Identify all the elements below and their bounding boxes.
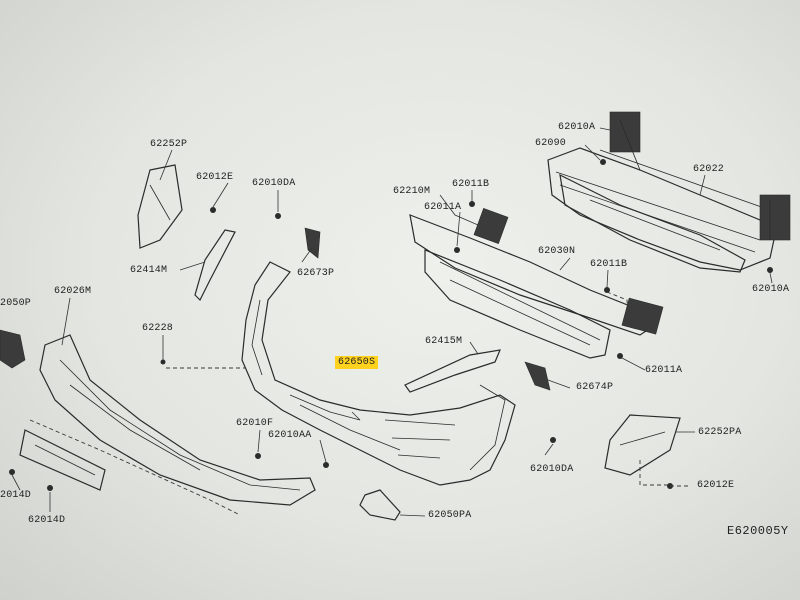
bumper-fascia [241,261,516,486]
part-label-62010AA: 62010AA [268,430,312,441]
lower-valance [29,334,316,516]
part-label-62050PA: 62050PA [428,510,472,521]
part-label-62022: 62022 [693,164,725,175]
part-label-62210M: 62210M [393,186,431,197]
license-bracket [19,429,106,491]
fog-bracket-right [359,489,401,521]
part-label-62026M: 62026M [54,286,92,297]
fog-bracket-left [0,329,26,369]
part-label-62014D: 62014D [28,515,66,526]
part-label-62012E-left: 62012E [196,172,234,183]
part-label-62252PA: 62252PA [698,427,742,438]
part-label-62011A-right: 62011A [645,365,683,376]
part-label-62650S-highlighted[interactable]: 62650S [335,356,379,369]
diagram-code: E620005Y [727,524,789,538]
part-label-62010DA-left: 62010DA [252,178,296,189]
part-label-62414M: 62414M [130,265,168,276]
part-label-62011B-right: 62011B [590,259,628,270]
part-label-62050P: 2050P [0,298,32,309]
part-label-62010DA-right: 62010DA [530,464,574,475]
part-label-62228: 62228 [142,323,174,334]
part-label-62252P: 62252P [150,139,188,150]
leader-lines [11,127,773,517]
part-label-62012E-right: 62012E [697,480,735,491]
side-bracket-right [604,414,681,476]
part-label-62011B-top: 62011B [452,179,490,190]
reinforcement-beam [547,111,791,271]
part-label-62010A-right: 62010A [752,284,790,295]
part-label-62010A-top: 62010A [558,122,596,133]
part-label-62010F: 62010F [236,418,274,429]
clip-62673P [304,227,321,259]
part-label-62030N: 62030N [538,246,576,257]
part-label-62674P: 62674P [576,382,614,393]
part-label-62014D-left: 2014D [0,490,32,501]
part-label-62090: 62090 [535,138,567,149]
part-label-62415M: 62415M [425,336,463,347]
part-label-62011A-top: 62011A [424,202,462,213]
side-bracket-left [137,164,183,249]
moulding-left [194,229,236,302]
energy-absorber [559,173,746,273]
part-label-62673P: 62673P [297,268,335,279]
lower-stay [409,208,664,359]
clip-62674P [524,361,551,391]
moulding-right [404,349,501,393]
